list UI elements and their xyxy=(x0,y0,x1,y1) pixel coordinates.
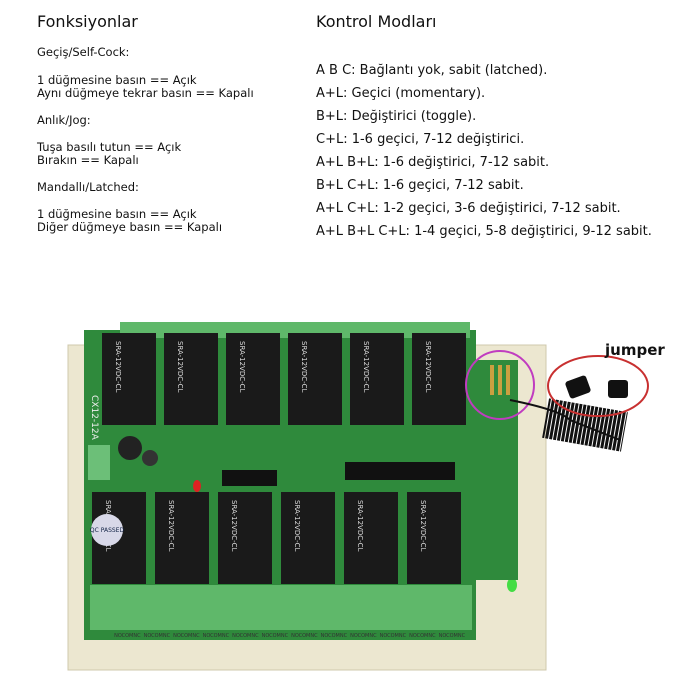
relay-label: SRA-12VDC-CL xyxy=(293,500,301,552)
terminal-label: COM xyxy=(328,633,340,639)
relay xyxy=(344,492,398,584)
terminal-label: NO xyxy=(173,633,181,639)
terminal-label: NO xyxy=(350,633,358,639)
terminal-label: COM xyxy=(240,633,252,639)
relay xyxy=(412,333,466,425)
terminal-label: NO xyxy=(439,633,447,639)
relay-label: SRA-12VDC-CL xyxy=(176,341,184,393)
terminal-label: NO xyxy=(321,633,329,639)
terminal-label: NC xyxy=(458,633,466,639)
terminal-label: COM xyxy=(387,633,399,639)
relay-label: SRA-12VDC-CL xyxy=(419,500,427,552)
terminal-label: COM xyxy=(417,633,429,639)
section-line: Diğer düğmeye basın == Kapalı xyxy=(37,220,223,234)
antenna-coil xyxy=(542,398,628,452)
jumper-circle xyxy=(547,355,649,417)
qc-label: QC PASSED xyxy=(90,527,125,534)
terminal-label: COM xyxy=(358,633,370,639)
terminal-label: NO xyxy=(144,633,152,639)
mode-item: A+L: Geçici (momentary). xyxy=(316,86,486,101)
section-line: Bırakın == Kapalı xyxy=(37,153,139,167)
relay xyxy=(226,333,280,425)
terminal-label: NC xyxy=(133,633,141,639)
mode-item: B+L C+L: 1-6 geçici, 7-12 sabit. xyxy=(316,178,524,193)
terminal-label: COM xyxy=(151,633,163,639)
terminal-label: NO xyxy=(203,633,211,639)
capacitor xyxy=(142,450,158,466)
chip xyxy=(222,470,277,486)
terminal-label: NO xyxy=(409,633,417,639)
chip xyxy=(345,462,455,480)
bottom-terminal-block xyxy=(90,585,472,630)
relay-label: SRA-12VDC-CL xyxy=(424,341,432,393)
relay xyxy=(218,492,272,584)
terminal-label: NC xyxy=(222,633,230,639)
qc-sticker xyxy=(91,514,123,546)
mode-item: C+L: 1-6 geçici, 7-12 değiştirici. xyxy=(316,132,525,147)
terminal-label: NC xyxy=(399,633,407,639)
relay-label: SRA-12VDC-CL xyxy=(238,341,246,393)
capacitor xyxy=(118,436,142,460)
section-heading: Mandallı/Latched: xyxy=(37,180,139,194)
terminal-label: NC xyxy=(163,633,171,639)
section-heading: Geçiş/Self-Cock: xyxy=(37,45,130,59)
terminal-label: NO xyxy=(114,633,122,639)
mode-item: A+L B+L C+L: 1-4 geçici, 5-8 değiştirici… xyxy=(316,224,652,239)
relay xyxy=(102,333,156,425)
mode-item: A+L B+L: 1-6 değiştirici, 7-12 sabit. xyxy=(316,155,550,170)
relay xyxy=(155,492,209,584)
terminal-label: COM xyxy=(299,633,311,639)
power-terminal xyxy=(88,445,110,480)
terminal-label: NC xyxy=(340,633,348,639)
receiver-module xyxy=(476,360,518,580)
relay xyxy=(288,333,342,425)
led-green xyxy=(507,578,517,592)
jumper-pins xyxy=(490,365,494,395)
jumper-highlight-circle xyxy=(465,350,535,420)
terminal-label: NO xyxy=(291,633,299,639)
led-red xyxy=(193,480,201,492)
relay xyxy=(407,492,461,584)
terminal-label: COM xyxy=(181,633,193,639)
relay-label: SRA-12VDC-CL xyxy=(114,341,122,393)
terminal-label: NC xyxy=(310,633,318,639)
relay-label: SRA-12VDC-CL xyxy=(167,500,175,552)
terminal-label: NC xyxy=(281,633,289,639)
jumper-cap xyxy=(608,380,628,398)
terminal-label: NC xyxy=(428,633,436,639)
relay xyxy=(164,333,218,425)
mode-item: A B C: Bağlantı yok, sabit (latched). xyxy=(316,63,548,78)
relay-label: SRA-12VDC-CL xyxy=(356,500,364,552)
section-heading: Anlık/Jog: xyxy=(37,113,91,127)
jumper-cap xyxy=(565,375,591,399)
section-line: Tuşa basılı tutun == Açık xyxy=(37,140,182,154)
section-line: 1 düğmesine basın == Açık xyxy=(37,207,197,221)
terminal-label: NO xyxy=(232,633,240,639)
section-line: Aynı düğmeye tekrar basın == Kapalı xyxy=(37,86,254,100)
functions-title: Fonksiyonlar xyxy=(37,12,138,31)
terminal-label: NO xyxy=(262,633,270,639)
modes-title: Kontrol Modları xyxy=(316,12,437,31)
mode-item: B+L: Değiştirici (toggle). xyxy=(316,109,477,124)
terminal-label: COM xyxy=(269,633,281,639)
terminal-label: COM xyxy=(210,633,222,639)
board-label: CX12-12A xyxy=(89,395,99,441)
terminal-label: NO xyxy=(380,633,388,639)
relay-label: SRA-12VDC-CL xyxy=(362,341,370,393)
jumper-label: jumper xyxy=(604,341,665,359)
terminal-label: COM xyxy=(446,633,458,639)
terminal-label: COM xyxy=(122,633,134,639)
terminal-label: NC xyxy=(369,633,377,639)
terminal-label: NC xyxy=(192,633,200,639)
relay xyxy=(350,333,404,425)
relay-label: SRA-12VDC-CL xyxy=(230,500,238,552)
mode-item: A+L C+L: 1-2 geçici, 3-6 değiştirici, 7-… xyxy=(316,201,621,216)
terminal-label: NC xyxy=(251,633,259,639)
relay-label: SRA-12VDC-CL xyxy=(300,341,308,393)
section-line: 1 düğmesine basın == Açık xyxy=(37,73,197,87)
relay xyxy=(281,492,335,584)
